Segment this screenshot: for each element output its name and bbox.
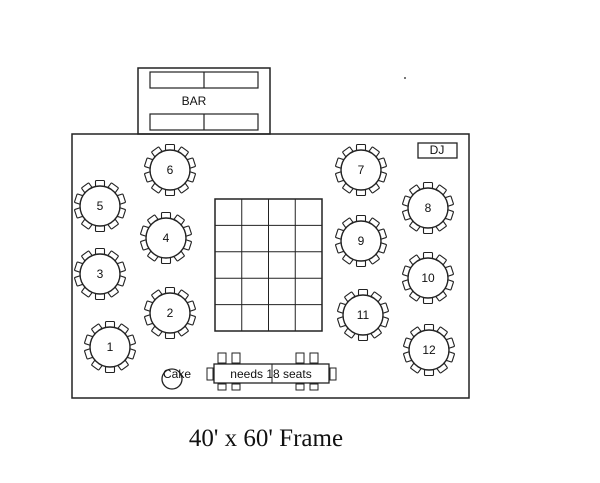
- table-8: 8: [402, 181, 454, 235]
- table-top: [407, 257, 449, 299]
- table-11: 11: [337, 288, 389, 342]
- table-9: 9: [335, 214, 387, 268]
- cake-label: Cake: [163, 367, 191, 381]
- table-top: [342, 294, 384, 336]
- table-6: 6: [144, 143, 196, 197]
- table-number: 9: [358, 234, 365, 248]
- chair: [309, 352, 319, 364]
- chair: [231, 383, 241, 391]
- table-3: 3: [74, 247, 126, 301]
- table-top: [340, 149, 382, 191]
- table-number: 2: [167, 306, 174, 320]
- head-table-chairs-bottom: [217, 383, 319, 391]
- head-table-label: needs 18 seats: [230, 367, 311, 381]
- table-number: 11: [357, 308, 370, 322]
- table-top: [149, 292, 191, 334]
- cake-table: Cake: [161, 367, 191, 390]
- table-number: 5: [97, 199, 104, 213]
- bar: BAR: [137, 67, 271, 135]
- table-top: [408, 329, 450, 371]
- bar-label: BAR: [182, 94, 207, 108]
- table-12: 12: [403, 323, 455, 377]
- table-7: 7: [335, 143, 387, 197]
- frame-caption: 40' x 60' Frame: [189, 425, 343, 452]
- table-1: 1: [84, 320, 136, 374]
- table-10: 10: [402, 251, 454, 305]
- table-number: 7: [358, 163, 365, 177]
- table-top: [149, 149, 191, 191]
- table-number: 8: [425, 201, 432, 215]
- table-number: 12: [422, 343, 436, 357]
- table-top: [340, 220, 382, 262]
- table-number: 4: [163, 231, 170, 245]
- table-top: [407, 187, 449, 229]
- table-number: 3: [97, 267, 104, 281]
- table-top: [145, 217, 187, 259]
- table-top: [89, 326, 131, 368]
- chair: [217, 352, 227, 364]
- head-table: needs 18 seats: [206, 352, 337, 391]
- table-top: [79, 253, 121, 295]
- table-4: 4: [140, 211, 192, 265]
- chair: [217, 383, 227, 391]
- table-number: 6: [167, 163, 174, 177]
- table-5: 5: [74, 179, 126, 233]
- dj-label: DJ: [430, 143, 445, 157]
- table-number: 10: [421, 271, 435, 285]
- chair: [295, 352, 305, 364]
- room-outline: [71, 133, 470, 399]
- table-top: [79, 185, 121, 227]
- dj-booth: DJ: [417, 142, 458, 159]
- chair: [295, 383, 305, 391]
- table-number: 1: [107, 340, 114, 354]
- table-2: 2: [144, 286, 196, 340]
- stray-mark: [404, 77, 406, 79]
- head-table-chairs-top: [217, 352, 319, 364]
- dance-floor: [214, 198, 323, 332]
- chair: [231, 352, 241, 364]
- chair: [309, 383, 319, 391]
